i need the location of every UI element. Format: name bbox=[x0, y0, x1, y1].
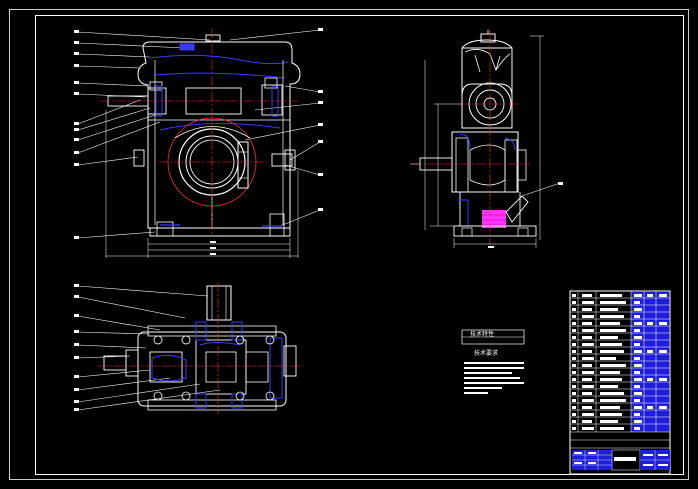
parts-list-title-block bbox=[569, 290, 671, 475]
parts-list-rows bbox=[570, 297, 670, 449]
technical-requirements-heading: 技术要求 bbox=[474, 350, 499, 357]
top-view bbox=[74, 282, 302, 414]
front-view-leader-tags-left bbox=[74, 30, 79, 239]
front-vent-cap bbox=[205, 34, 221, 42]
parts-list-columns bbox=[577, 291, 657, 432]
top-bolt-holes bbox=[153, 335, 275, 401]
sheet-inner-border bbox=[35, 15, 684, 475]
top-output-shaft bbox=[206, 285, 232, 321]
technical-characteristics-heading: 技术特性 bbox=[470, 331, 495, 338]
sheet-outer-border bbox=[9, 9, 689, 480]
front-view-leaders-right bbox=[229, 29, 321, 227]
parts-list-blue-columns bbox=[631, 292, 669, 432]
top-view-leader-tags bbox=[74, 284, 79, 411]
front-view-dimensions bbox=[105, 110, 299, 258]
side-view-dimensions bbox=[410, 35, 544, 248]
top-input-shaft bbox=[103, 355, 127, 371]
front-view-leader-tags-right bbox=[318, 28, 323, 211]
side-oil-gauge-highlight bbox=[482, 210, 506, 228]
side-base bbox=[453, 225, 537, 237]
technical-notes-panel bbox=[461, 329, 525, 394]
top-view-leaders bbox=[77, 285, 221, 411]
side-lower-housing bbox=[451, 131, 519, 193]
front-view-leaders-left bbox=[77, 31, 211, 239]
parts-list-cell-text bbox=[572, 294, 667, 430]
side-view bbox=[410, 30, 563, 248]
front-housing-outline bbox=[137, 41, 301, 229]
front-view bbox=[74, 28, 323, 258]
